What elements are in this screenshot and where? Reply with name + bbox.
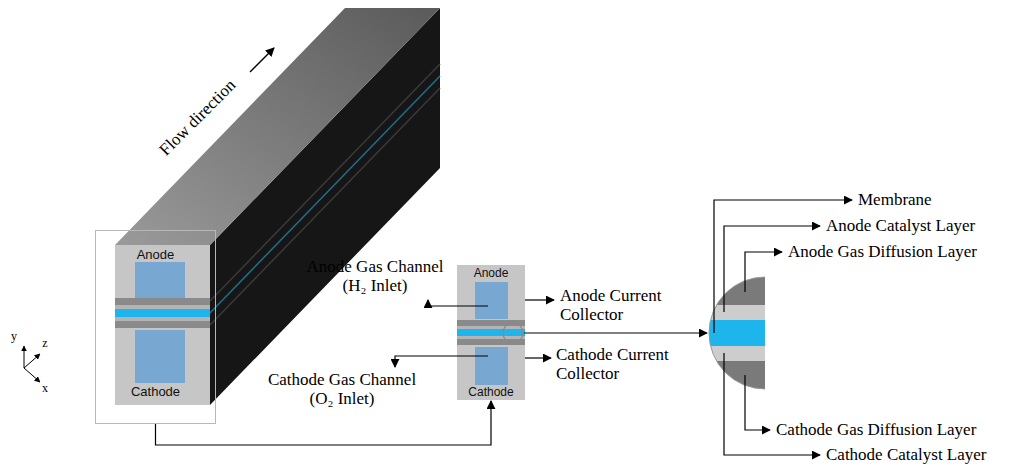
region-label: Anode [96, 247, 215, 262]
part-label: Anode Gas Channel (H₂ Inlet) [296, 258, 454, 295]
leaders [395, 200, 852, 455]
anode-cl [709, 305, 765, 320]
anode-cl [115, 305, 210, 309]
membrane [115, 309, 210, 317]
cathode-cl [709, 346, 765, 361]
leader-line [525, 299, 554, 300]
cell-cross-section: AnodeCathode [454, 265, 528, 400]
axis-label: z [42, 337, 47, 350]
zoom-arrow [524, 332, 707, 333]
cell-body [457, 265, 525, 400]
cathode-channel [135, 330, 185, 383]
leader-line [745, 252, 782, 292]
region-label: Cathode [96, 384, 215, 399]
axis-y [24, 346, 25, 368]
region-label: Anode [454, 266, 528, 280]
anode-gdl [115, 298, 210, 305]
cathode-gdl [457, 339, 525, 345]
zoom-detail [709, 277, 765, 389]
axis-x [24, 368, 40, 382]
axis-label: y [11, 330, 17, 343]
membrane [457, 329, 525, 336]
part-label: Cathode Current Collector [556, 346, 696, 383]
cathode-gdl [709, 361, 765, 389]
anode-gdl [709, 277, 765, 305]
part-label: Cathode Gas Channel (O₂ Inlet) [262, 371, 422, 408]
leader-line [724, 353, 820, 455]
leader-line [428, 300, 488, 306]
flow-arrow [250, 48, 274, 72]
anode-cl [457, 326, 525, 329]
zoom-circle [503, 323, 523, 343]
cathode-channel [475, 347, 508, 385]
cathode-cl [115, 317, 210, 321]
axis-z [24, 354, 40, 368]
leader-line [395, 356, 488, 367]
cross-section [457, 265, 525, 400]
part-label: Anode Gas Diffusion Layer [788, 243, 977, 262]
leader-line [525, 357, 551, 358]
axes [24, 346, 40, 382]
part-label: Cathode Catalyst Layer [826, 446, 987, 465]
leader-line [745, 375, 770, 430]
anode-channel [135, 262, 185, 298]
front-face [115, 245, 210, 405]
cathode-gdl [115, 321, 210, 328]
cell-cross-section: AnodeCathode [95, 230, 216, 424]
axis-label: x [42, 382, 48, 395]
part-label: Anode Current Collector [560, 287, 700, 324]
part-label: Membrane [858, 191, 932, 210]
zoom-outline [709, 277, 765, 389]
cathode-cl [457, 336, 525, 339]
leader-line [724, 226, 820, 312]
anode-channel [475, 282, 508, 319]
channel-3d [115, 8, 440, 405]
part-label: Anode Catalyst Layer [826, 217, 975, 236]
membrane [709, 320, 765, 346]
region-label: Cathode [454, 385, 528, 399]
part-label: Cathode Gas Diffusion Layer [776, 421, 976, 440]
